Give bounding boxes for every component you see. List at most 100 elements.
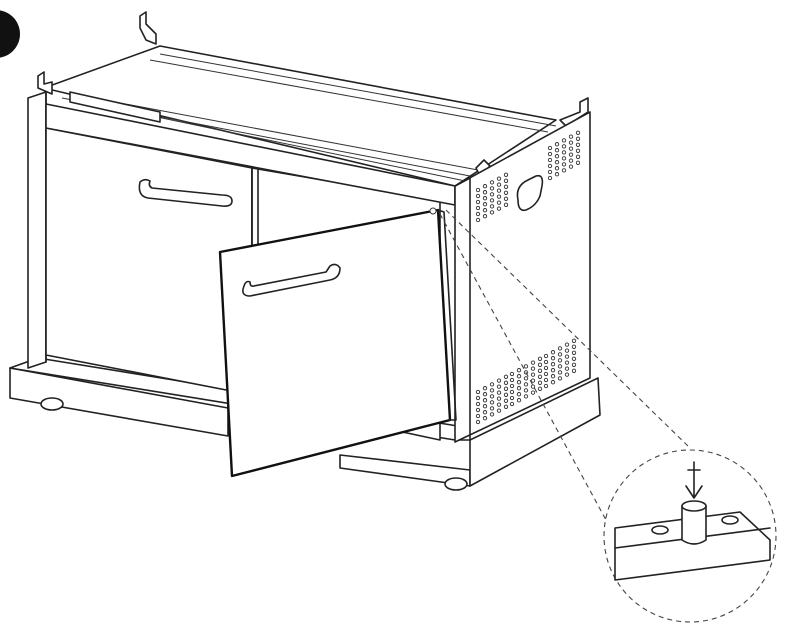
vent-hole: [575, 142, 581, 147]
vent-hole: [564, 366, 570, 371]
vent-hole: [489, 394, 495, 399]
vent-hole: [503, 386, 509, 391]
side-vent-holes: [475, 130, 581, 425]
cabinet-top-frame: [37, 11, 589, 206]
vent-hole: [482, 214, 488, 219]
vent-hole: [509, 389, 515, 395]
vent-hole: [489, 388, 495, 393]
vent-hole: [489, 180, 495, 185]
vent-hole: [564, 354, 570, 359]
vent-hole: [475, 205, 481, 211]
vent-hole: [575, 130, 581, 135]
vent-hole: [537, 374, 543, 379]
vent-hole: [550, 350, 556, 355]
vent-hole: [568, 140, 574, 145]
vent-hole: [503, 374, 509, 379]
vent-hole: [489, 204, 495, 209]
vent-hole: [557, 358, 563, 363]
vent-hole: [516, 398, 522, 403]
vent-hole: [475, 413, 481, 419]
swing-door[interactable]: [218, 208, 457, 478]
vent-hole: [571, 356, 577, 361]
vent-hole: [554, 172, 560, 177]
corner-bracket: [559, 97, 589, 127]
vent-hole: [543, 383, 549, 389]
vent-hole: [496, 182, 502, 187]
vent-hole: [503, 196, 509, 201]
vent-hole: [571, 362, 577, 367]
vent-hole: [557, 376, 563, 381]
vent-hole: [523, 382, 529, 387]
vent-hole: [509, 395, 515, 401]
vent-hole: [482, 416, 488, 421]
vent-hole: [537, 356, 543, 361]
vent-hole: [561, 162, 567, 167]
left-door-handle: [138, 178, 233, 207]
vent-hole: [568, 152, 574, 157]
vent-hole: [550, 356, 556, 361]
vent-hole: [496, 176, 502, 181]
vent-hole: [503, 380, 509, 385]
vent-hole: [516, 380, 522, 385]
vent-hole: [496, 402, 502, 407]
vent-hole: [547, 163, 553, 169]
vent-hole: [482, 398, 488, 403]
vent-hole: [554, 148, 560, 153]
vent-hole: [503, 404, 509, 409]
vent-hole: [523, 394, 529, 399]
vent-hole: [530, 360, 536, 365]
vent-hole: [547, 169, 553, 175]
vent-hole: [482, 190, 488, 195]
vent-hole: [475, 389, 481, 395]
corner-bracket: [37, 71, 53, 95]
vent-hole: [571, 338, 577, 343]
vent-hole: [523, 388, 529, 393]
vent-hole: [547, 151, 553, 157]
vent-hole: [496, 396, 502, 401]
vent-hole: [509, 377, 515, 383]
vent-hole: [475, 217, 481, 223]
vent-hole: [489, 198, 495, 203]
vent-hole: [561, 168, 567, 173]
vent-hole: [523, 376, 529, 381]
vent-hole: [489, 406, 495, 411]
caster-wheel: [40, 397, 64, 411]
vent-hole: [575, 136, 581, 141]
vent-hole: [568, 158, 574, 163]
vent-hole: [543, 365, 549, 371]
vent-hole: [547, 157, 553, 163]
vent-hole: [550, 380, 556, 385]
vent-hole: [561, 156, 567, 161]
vent-hole: [503, 392, 509, 397]
vent-hole: [575, 148, 581, 153]
vent-hole: [550, 374, 556, 379]
vent-hole: [489, 412, 495, 417]
right-side-panel: [454, 111, 591, 443]
door-handle[interactable]: [242, 263, 341, 297]
vent-hole: [530, 384, 536, 389]
vent-hole: [475, 199, 481, 205]
vent-hole: [516, 386, 522, 391]
vent-hole: [561, 150, 567, 155]
vent-hole: [482, 196, 488, 201]
vent-hole: [537, 362, 543, 367]
door-hinge-point: [429, 207, 437, 215]
insert-arrow-icon: [685, 461, 703, 499]
vent-hole: [537, 386, 543, 391]
vent-hole: [543, 377, 549, 383]
vent-hole: [496, 408, 502, 413]
vent-hole: [543, 371, 549, 377]
vent-hole: [571, 368, 577, 373]
vent-hole: [516, 368, 522, 373]
step-marker-icon: [0, 10, 20, 58]
vent-hole: [503, 190, 509, 195]
vent-hole: [530, 378, 536, 383]
vent-hole: [547, 175, 553, 181]
vent-hole: [561, 144, 567, 149]
vent-hole: [482, 208, 488, 213]
vent-hole: [482, 386, 488, 391]
vent-hole: [568, 134, 574, 139]
vent-hole: [496, 390, 502, 395]
vent-hole: [564, 342, 570, 347]
